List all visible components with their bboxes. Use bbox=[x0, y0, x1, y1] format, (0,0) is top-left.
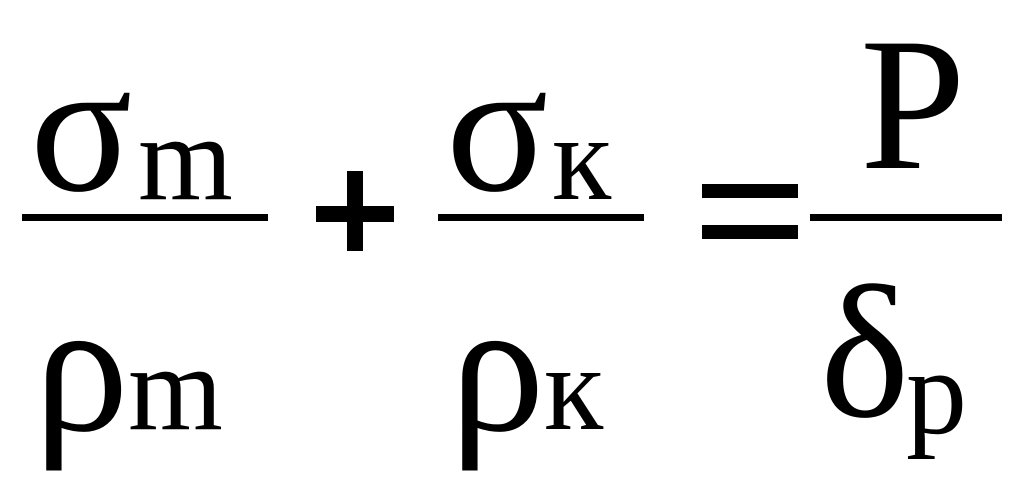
fraction-bar bbox=[810, 214, 1002, 221]
fraction-bar bbox=[22, 214, 268, 221]
plus-vertical-stroke bbox=[347, 171, 363, 251]
numerator-subscript-k: к bbox=[552, 91, 612, 226]
numerator-sigma: σ bbox=[30, 22, 133, 232]
denominator-rho: ρ bbox=[34, 262, 129, 472]
equals-bottom-stroke bbox=[702, 225, 798, 239]
denominator-delta: δ bbox=[820, 248, 910, 458]
numerator-sigma: σ bbox=[446, 22, 549, 232]
numerator-subscript-m: m bbox=[138, 91, 233, 226]
denominator-subscript-p: p bbox=[906, 325, 967, 460]
denominator-rho: ρ bbox=[450, 262, 545, 472]
numerator-p: P bbox=[860, 0, 966, 210]
equals-top-stroke bbox=[702, 184, 798, 198]
denominator-subscript-k: к bbox=[544, 321, 604, 456]
denominator-subscript-m: m bbox=[128, 321, 223, 456]
fraction-bar bbox=[438, 214, 644, 221]
